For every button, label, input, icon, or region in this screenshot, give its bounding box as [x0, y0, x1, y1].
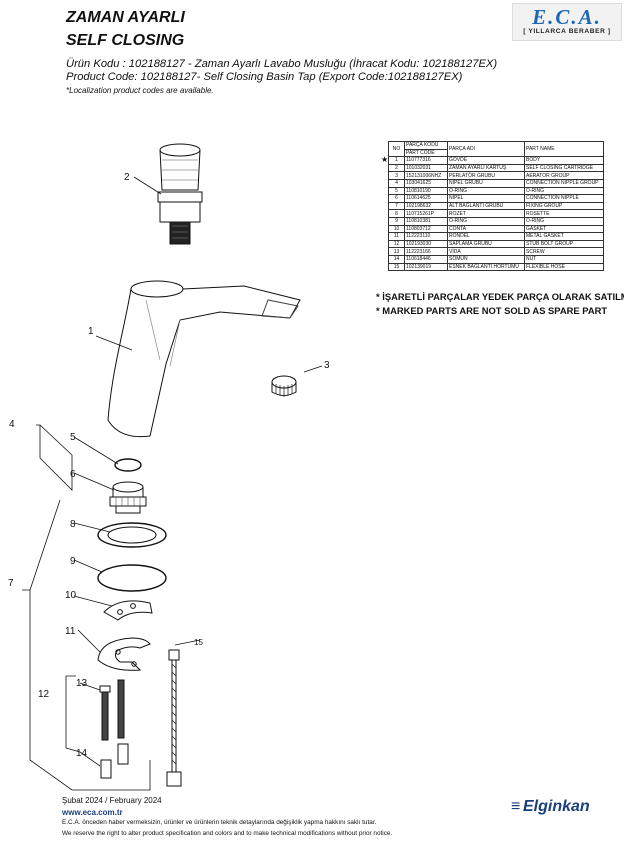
product-code-en: Product Code: 102188127- Self Closing Ba…	[66, 71, 463, 83]
hose-drawing	[166, 649, 182, 787]
footer-url[interactable]: www.eca.com.tr	[62, 808, 123, 817]
cell-name-en: FLEXIBLE HOSE	[524, 262, 604, 272]
tap-body-drawing	[107, 280, 301, 438]
nuts-drawing	[100, 743, 129, 779]
logo-tagline: [ YILLARCA BERABER ]	[523, 28, 611, 35]
callout-15: 15	[194, 638, 203, 647]
header-name-en: PART NAME	[524, 140, 604, 158]
callout-6: 6	[70, 469, 76, 480]
screws-drawing	[99, 679, 125, 741]
warning-en: * MARKED PARTS ARE NOT SOLD AS SPARE PAR…	[376, 305, 608, 316]
rosette-drawing	[97, 522, 167, 548]
parts-table: NO PARÇA KODU PARÇA ADI PART NAME PART C…	[388, 140, 604, 272]
product-code-tr: Ürün Kodu : 102188127 - Zaman Ayarlı Lav…	[66, 58, 498, 70]
title-line2: SELF CLOSING	[66, 32, 185, 49]
callout-9: 9	[70, 556, 76, 567]
callout-4: 4	[9, 419, 15, 430]
callout-3: 3	[324, 360, 330, 371]
warning-tr: * İŞARETLİ PARÇALAR YEDEK PARÇA OLARAK S…	[376, 291, 624, 302]
elginkan-logo: ≡Elginkan	[511, 798, 590, 816]
eca-logo: E.C.A. [ YILLARCA BERABER ]	[512, 3, 622, 41]
title-line1: ZAMAN AYARLI	[66, 9, 185, 26]
logo-mark: E.C.A.	[532, 5, 602, 29]
brand-name: Elginkan	[523, 798, 590, 815]
elginkan-mark-icon: ≡	[511, 798, 521, 815]
oring-drawing	[114, 458, 142, 472]
header-name-tr: PARÇA ADI	[447, 140, 525, 158]
callout-5: 5	[70, 432, 76, 443]
callout-11: 11	[65, 626, 76, 637]
oring-large-drawing	[97, 564, 167, 592]
footer-disclaimer-tr: E.C.A. önceden haber vermeksizin, ürünle…	[62, 819, 377, 826]
callout-1: 1	[88, 326, 94, 337]
cartridge-drawing	[157, 143, 203, 245]
metal-gasket-drawing	[97, 637, 151, 671]
localization-note: *Localization product codes are availabl…	[66, 86, 214, 95]
callout-10: 10	[65, 590, 77, 601]
gasket-drawing	[103, 600, 153, 621]
callout-13: 13	[76, 678, 88, 689]
table-header-row: NO PARÇA KODU PARÇA ADI PART NAME	[388, 140, 604, 158]
nipple-drawing	[109, 481, 147, 514]
footer-disclaimer-en: We reserve the right to alter product sp…	[62, 830, 393, 837]
callout-7: 7	[8, 578, 14, 589]
not-spare-star-icon: ★	[381, 155, 389, 164]
footer-date: Şubat 2024 / February 2024	[62, 796, 162, 805]
callout-8: 8	[70, 519, 76, 530]
callout-14: 14	[76, 748, 88, 759]
aerator-drawing	[271, 375, 297, 397]
callout-12: 12	[38, 689, 50, 700]
callout-2: 2	[124, 172, 130, 183]
